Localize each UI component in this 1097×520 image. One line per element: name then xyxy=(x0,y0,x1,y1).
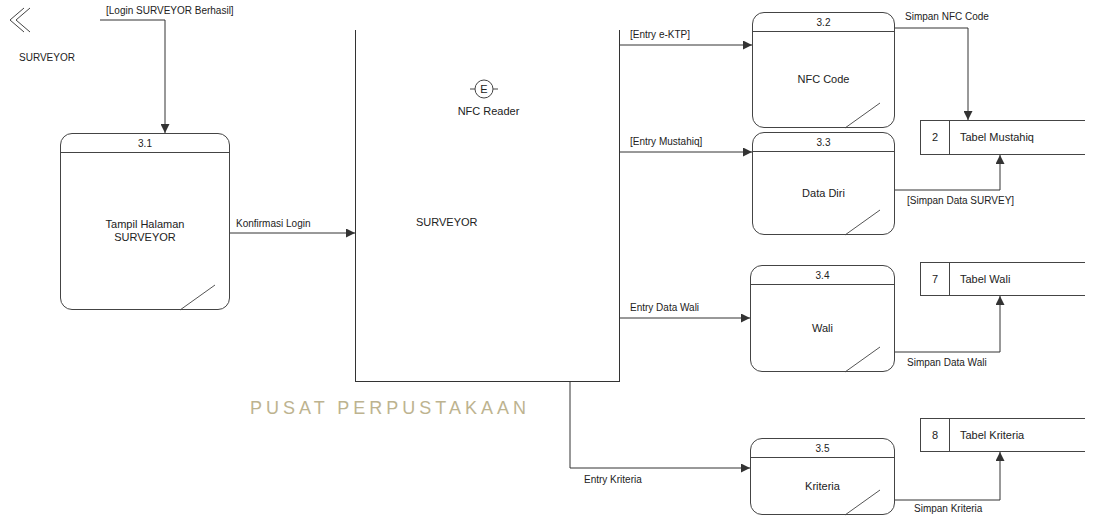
flow-label: Entry Data Wali xyxy=(628,302,701,314)
process-number: 3.5 xyxy=(816,442,830,455)
entity-box: SURVEYOR NFC Reader xyxy=(355,30,620,382)
process-box: 3.5Kriteria xyxy=(750,438,895,515)
node-text: Kriteria xyxy=(805,480,840,493)
data-store: 2 Tabel Mustahiq xyxy=(920,120,1085,155)
process-box: 3.1Tampil Halaman SURVEYOR xyxy=(60,133,230,310)
flow-label: Simpan Data Wali xyxy=(905,357,989,369)
process-number: 3.3 xyxy=(817,136,831,149)
flow-label: [Simpan Data SURVEY] xyxy=(905,195,1016,207)
store-name: Tabel Mustahiq xyxy=(960,131,1034,144)
flow-label: Simpan NFC Code xyxy=(903,11,991,23)
process-box: 3.3Data Diri xyxy=(752,132,895,235)
data-store: 7 Tabel Wali xyxy=(920,262,1085,296)
process-mark xyxy=(845,490,880,515)
flow-label: Simpan Kriteria xyxy=(912,503,984,515)
process-number: 3.4 xyxy=(816,269,830,282)
data-flow xyxy=(895,28,968,120)
process-box: 3.2NFC Code xyxy=(752,12,895,128)
node-text: Wali xyxy=(812,322,833,335)
data-flow xyxy=(570,382,750,468)
data-flow xyxy=(100,20,165,133)
process-box: 3.4Wali xyxy=(750,265,895,372)
node-text: NFC Reader xyxy=(458,105,520,118)
data-flow xyxy=(895,155,1000,190)
entity-label-box: NFC Reader xyxy=(451,102,526,120)
node-text: Tampil Halaman SURVEYOR xyxy=(95,218,195,244)
entity-symbol xyxy=(475,80,493,98)
node-text: SURVEYOR xyxy=(416,216,478,229)
process-mark xyxy=(845,210,880,235)
node-text: NFC Code xyxy=(798,73,850,86)
flow-label: Entry Kriteria xyxy=(582,474,644,486)
entity-icon xyxy=(16,8,30,32)
store-number: 7 xyxy=(932,273,938,286)
data-flow xyxy=(620,45,752,46)
flow-label: [Login SURVEYOR Berhasil] xyxy=(104,5,236,17)
external-entity: SURVEYOR xyxy=(15,8,100,66)
flow-label: Konfirmasi Login xyxy=(234,218,312,230)
process-mark xyxy=(845,103,880,128)
process-number: 3.1 xyxy=(138,137,152,150)
data-store: 8 Tabel Kriteria xyxy=(920,418,1085,452)
store-number: 2 xyxy=(932,131,938,144)
entity-icon xyxy=(10,8,24,32)
data-flow xyxy=(895,452,1000,500)
process-mark xyxy=(845,347,880,372)
node-text: Data Diri xyxy=(802,187,845,200)
flow-label: [Entry Mustahiq] xyxy=(628,136,704,148)
process-number: 3.2 xyxy=(817,16,831,29)
data-flow xyxy=(895,296,1000,352)
store-name: Tabel Wali xyxy=(960,273,1010,286)
node-text: SURVEYOR xyxy=(19,51,75,64)
entity-symbol xyxy=(493,89,498,90)
data-flow xyxy=(620,152,752,153)
watermark: PUSAT PERPUSTAKAAN xyxy=(250,398,530,419)
store-name: Tabel Kriteria xyxy=(960,429,1024,442)
store-number: 8 xyxy=(932,429,938,442)
data-flow xyxy=(620,318,750,319)
flow-label: [Entry e-KTP] xyxy=(628,29,692,41)
process-mark xyxy=(180,285,215,310)
entity-symbol-letter: E xyxy=(478,82,490,96)
data-flow xyxy=(230,233,355,234)
entity-symbol xyxy=(470,89,475,90)
